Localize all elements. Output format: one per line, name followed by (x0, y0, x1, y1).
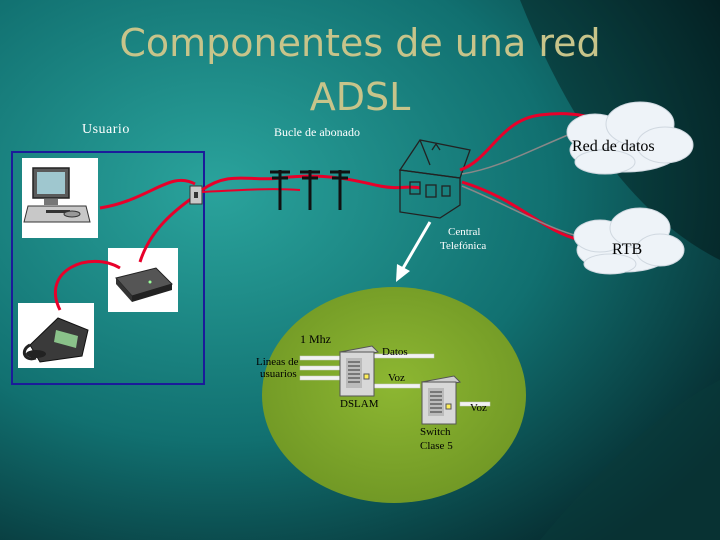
switch-label-2: Clase 5 (420, 440, 453, 452)
red-datos-label: Red de datos (572, 138, 655, 155)
telephone-poles (270, 170, 350, 210)
central-label-1: Central (448, 226, 481, 238)
mhz-label: 1 Mhz (300, 332, 331, 346)
usuario-label: Usuario (82, 122, 130, 137)
voz-label-2: Voz (470, 402, 487, 414)
lineas-label-1: Lineas de (256, 356, 299, 368)
central-office-icon (398, 139, 471, 219)
rtb-cloud (573, 207, 685, 275)
dslam-icon (338, 345, 380, 397)
dslam-label: DSLAM (340, 398, 379, 410)
page-title-line-2: ADSL (309, 75, 411, 119)
modem-icon (115, 267, 173, 302)
data-network-cloud (566, 101, 694, 175)
switch-label-1: Switch (420, 426, 451, 438)
user-wires (53, 178, 196, 311)
voz-label-1: Voz (388, 372, 405, 384)
telephone-icon (22, 317, 89, 363)
rtb-label: RTB (612, 241, 643, 258)
computer-icon (23, 167, 91, 223)
page-title-line-1: Componentes de una red (119, 21, 601, 65)
lineas-label-2: usuarios (260, 368, 297, 380)
central-label-2: Telefónica (440, 240, 487, 252)
central-office-detail (262, 287, 526, 503)
user-premises-box (11, 151, 205, 385)
datos-label: Datos (382, 346, 408, 358)
bucle-label: Bucle de abonado (274, 125, 360, 139)
zoom-arrow (400, 221, 432, 271)
switch-icon (420, 375, 462, 425)
